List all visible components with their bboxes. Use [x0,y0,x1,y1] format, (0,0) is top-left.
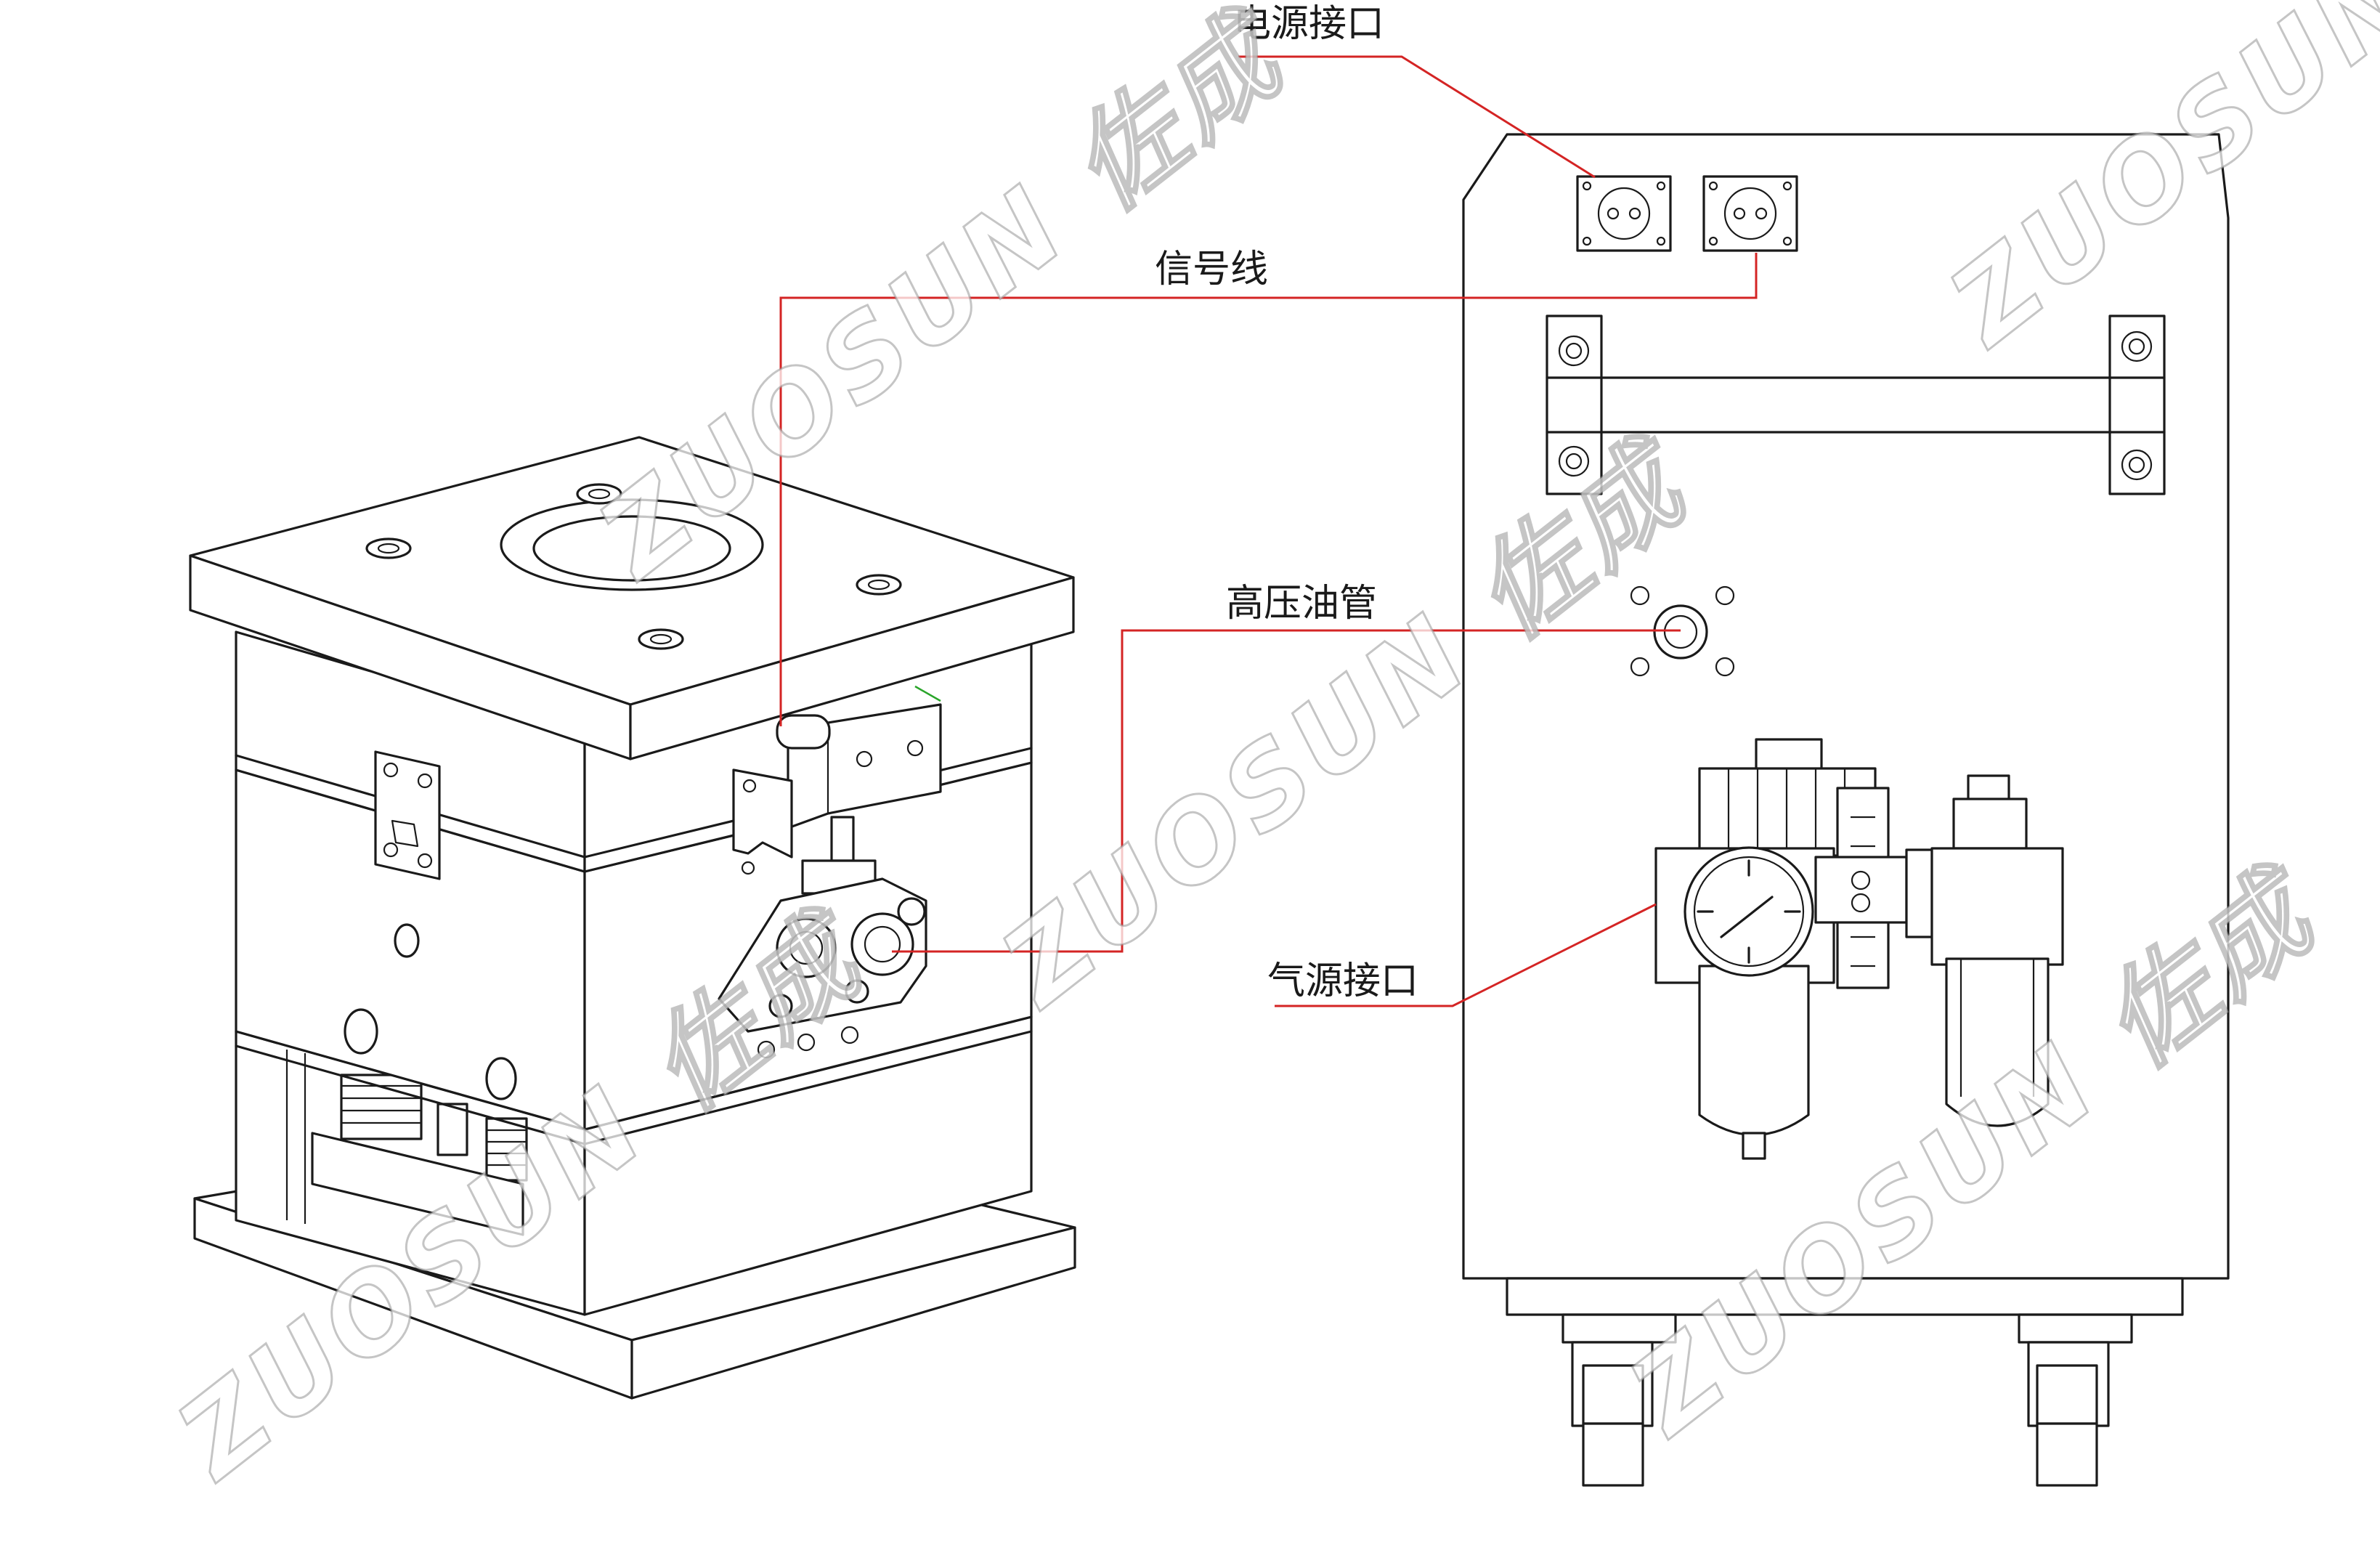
watermark: ZUOSUN 佐成 [575,0,1314,604]
spring-right [485,1117,528,1182]
power-socket-2 [1702,175,1798,252]
cabinet-foot-right [2018,1313,2133,1487]
callout-air-port [1275,903,1657,1007]
callout-signal-line [779,253,1758,726]
power-socket-1 [1576,175,1672,252]
oil-pipe-port [1630,585,1735,677]
spring-left [340,1074,423,1140]
label-signal-line: 信号线 [1155,248,1268,291]
hydraulic-cylinder [718,703,942,1059]
callout-power-port [1238,55,1596,179]
air-lubricator [1930,774,2064,1127]
label-power-port: 电源接口 [1233,2,1384,46]
callout-oil-pipe [892,629,1681,953]
callout-lines [779,55,1758,1007]
control-cabinet [1462,133,2230,1487]
cabinet-handle [1546,315,2166,495]
manifold-block [1814,787,1933,989]
cabinet-foot-left [1561,1313,1677,1487]
air-filter-regulator [1654,738,1877,1160]
injection-mold [189,436,1076,1400]
label-air-source-port: 气源接口 [1267,959,1418,1003]
label-high-pressure-oil-pipe: 高压油管 [1226,582,1377,625]
latch-plate [374,750,441,880]
